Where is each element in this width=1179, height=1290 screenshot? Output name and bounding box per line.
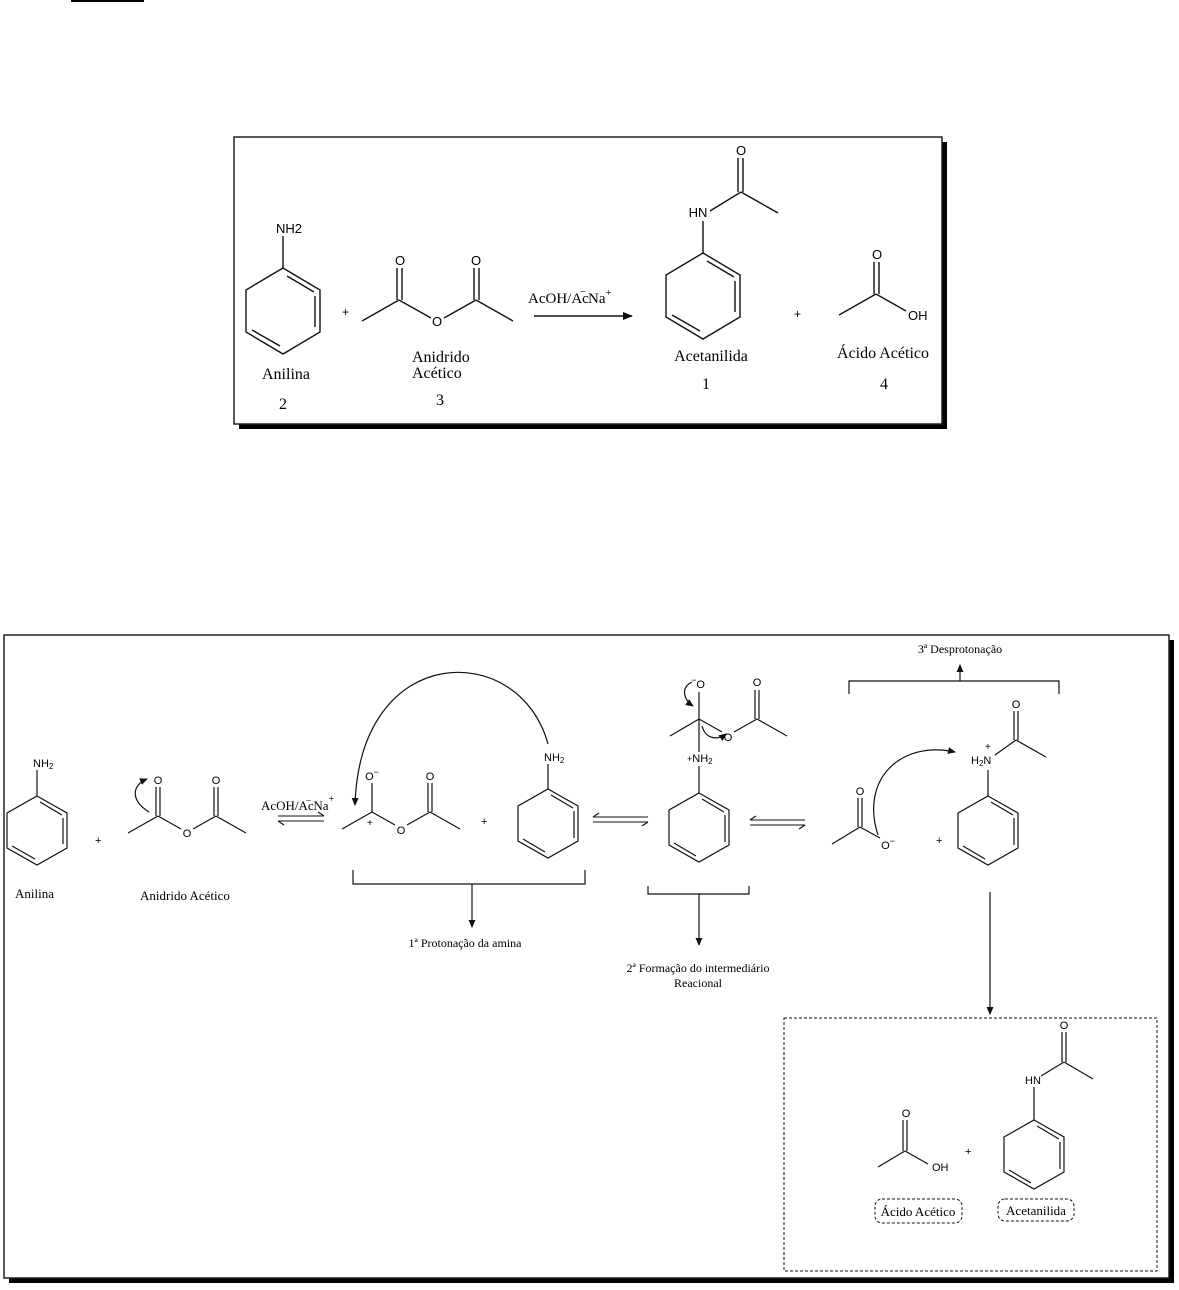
s2-anidrido-o2: O (212, 775, 221, 787)
s2-anidrido-structure (127, 778, 247, 834)
s2-int-o-minus: −O (691, 675, 705, 691)
anidrido-name-line2: Acético (412, 365, 462, 382)
s2-final-acetanilida-o: O (1060, 1020, 1069, 1032)
s2-c-plus: + (367, 818, 373, 829)
s2-equilibrium-arrow-3 (749, 815, 806, 830)
s2-equilibrium-arrow-2 (592, 812, 649, 827)
anidrido-number: 3 (436, 392, 444, 409)
acido-o: O (872, 247, 882, 262)
step3-label: 3ª Desprotonação (918, 642, 1002, 656)
acetanilida-label-box (997, 1198, 1075, 1222)
top-rule (71, 0, 144, 2)
acido-name: Ácido Acético (837, 343, 929, 362)
s2-protonated-acetanilide (957, 711, 1047, 866)
s2-int-o-bridge: O (724, 732, 733, 744)
s2-tetrahedral-intermediate (668, 681, 788, 863)
scheme1-frame (233, 136, 947, 429)
plus-sign-2: + (794, 307, 801, 321)
acetanilida-hn-label: HN (689, 205, 708, 220)
acetanilida-o: O (736, 143, 746, 158)
final-product-acetanilida: Acetanilida (1006, 1203, 1066, 1218)
s2-plus-3: + (936, 835, 942, 847)
anidrido-name-line1: Anidrido (412, 349, 470, 366)
s2-acetate-o: O (856, 786, 865, 798)
s2-acetate-o-minus: O− (881, 836, 895, 852)
step2-label-line1: 2ª Formação do intermediário (627, 961, 770, 975)
step1-label: 1ª Protonação da amina (409, 936, 523, 950)
acido-acetico-label-box (874, 1198, 963, 1224)
s2-plus-1: + (95, 835, 101, 847)
anilina-name: Anilina (262, 366, 310, 383)
acetanilida-number: 1 (702, 376, 710, 393)
s2-anilina-structure (6, 770, 68, 866)
s2-products-box (783, 1017, 1158, 1272)
anidrido-structure (361, 268, 514, 322)
s2-anidrido-o1: O (154, 775, 163, 787)
s2-acetate-ion (831, 747, 956, 845)
s2-final-acido-acetico (877, 1120, 929, 1168)
s2-anidrido-o-bridge: O (183, 828, 192, 840)
s2-o-atom: O (426, 771, 435, 783)
anidrido-o-bridge: O (432, 314, 442, 329)
reagent-label: AcOH/Ac−Na+ (528, 286, 612, 307)
scheme2-frame (3, 634, 1174, 1283)
s2-bracket-step3 (848, 664, 1060, 694)
plus-sign: + (342, 305, 349, 319)
s2-nucleophile-nh2: NH2 (544, 752, 565, 765)
s2-o-minus-atom: O− (365, 767, 379, 783)
s2-plus-4: + (965, 1146, 971, 1158)
s2-final-acetanilida (1003, 1032, 1094, 1190)
s2-h2n-plus: H2N (971, 755, 991, 768)
anidrido-o1: O (395, 253, 405, 268)
s2-acetanilide-o: O (1012, 699, 1021, 711)
s2-o-bridge: O (397, 825, 406, 837)
s2-plus-2: + (481, 816, 487, 828)
anidrido-o2: O (471, 253, 481, 268)
s2-equilibrium-arrow-1 (277, 811, 325, 826)
s2-bracket-step1 (352, 870, 586, 928)
s2-final-acido-o: O (902, 1108, 911, 1120)
s2-int-o-carbonyl: O (753, 677, 762, 689)
s2-anilina-nh2: NH2 (33, 758, 54, 771)
s2-final-acido-oh: OH (932, 1162, 949, 1174)
s2-activated-anhydride (341, 671, 549, 830)
s2-reagent-label: AcOH/Ac−Na+ (261, 794, 335, 813)
s2-n-plus-charge: + (985, 742, 991, 753)
s2-bracket-step2 (647, 886, 750, 946)
s2-final-acetanilida-hn: HN (1025, 1075, 1041, 1087)
acetanilida-structure (665, 158, 779, 340)
anilina-nh2-label: NH2 (276, 221, 302, 236)
acido-acetico-structure (838, 262, 907, 316)
s2-anidrido-name: Anidrido Acético (140, 888, 230, 903)
acetanilida-name: Acetanilida (674, 348, 748, 365)
final-product-acido-acetico: Ácido Acético (881, 1204, 956, 1219)
acido-number: 4 (880, 376, 888, 393)
anilina-number: 2 (279, 396, 287, 413)
s2-anilina-name: Anilina (15, 886, 54, 901)
step2-label-line2: Reacional (674, 976, 723, 990)
s2-int-nh2-plus: +NH2 (687, 753, 713, 766)
acido-oh: OH (908, 308, 928, 323)
anilina-structure (245, 236, 321, 355)
s2-aniline-nucleophile (517, 764, 579, 859)
